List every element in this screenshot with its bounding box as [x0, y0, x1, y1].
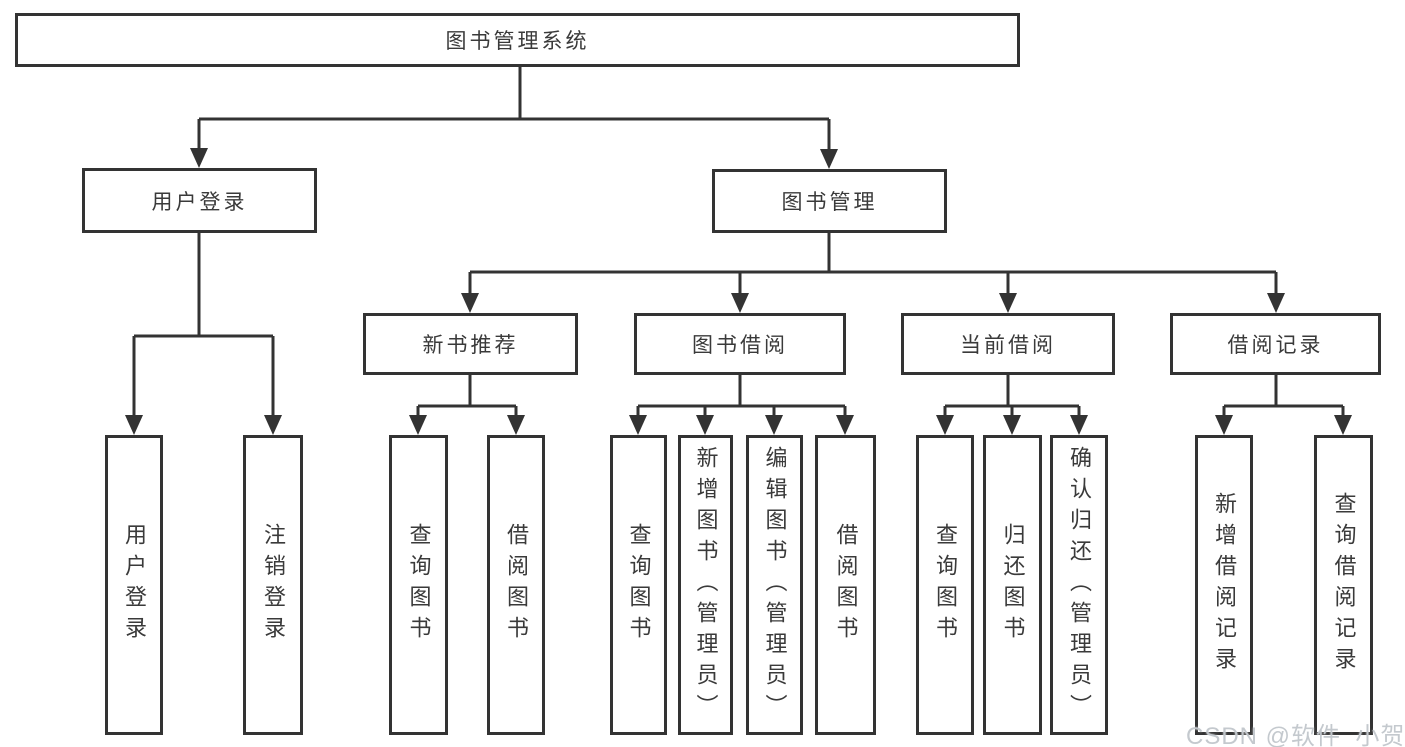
node-label: 确认归还（管理员）	[1067, 445, 1092, 725]
leaf-logout: 注销登录	[243, 435, 303, 735]
node-user-login: 用户登录	[82, 168, 317, 233]
node-label: 新增图书（管理员）	[693, 445, 719, 725]
node-label: 当前借阅	[960, 334, 1056, 357]
leaf-add-book-admin: 新增图书（管理员）	[678, 435, 733, 735]
node-borrowing-records: 借阅记录	[1170, 313, 1381, 375]
node-label: 用户登录	[122, 523, 147, 647]
node-label: 借阅图书	[504, 523, 529, 647]
node-label: 用户登录	[151, 190, 248, 214]
node-label: 查询图书	[933, 523, 958, 647]
leaf-edit-book-admin: 编辑图书（管理员）	[746, 435, 803, 735]
leaf-add-borrow-record: 新增借阅记录	[1195, 435, 1253, 735]
leaf-borrow-books-borrow: 借阅图书	[815, 435, 876, 735]
node-label: 归还图书	[1000, 523, 1026, 647]
leaf-borrow-books-recommend: 借阅图书	[487, 435, 545, 735]
node-label: 注销登录	[261, 523, 286, 647]
node-label: 图书管理	[781, 191, 878, 214]
node-label: 借阅图书	[833, 523, 859, 647]
node-book-borrowing: 图书借阅	[634, 313, 846, 375]
leaf-query-borrow-record: 查询借阅记录	[1314, 435, 1373, 735]
leaf-user-login: 用户登录	[105, 435, 163, 735]
csdn-watermark: CSDN @软件_小贺同学	[1186, 723, 1405, 747]
node-label: 图书借阅	[692, 334, 788, 357]
node-library-management-system: 图书管理系统	[15, 13, 1020, 67]
leaf-query-books-recommend: 查询图书	[389, 435, 448, 735]
node-current-borrowing: 当前借阅	[901, 313, 1115, 375]
node-label: 编辑图书（管理员）	[762, 445, 788, 725]
leaf-return-books: 归还图书	[983, 435, 1042, 735]
node-label: 查询图书	[406, 523, 432, 647]
node-label: 新增借阅记录	[1212, 492, 1237, 678]
node-book-management: 图书管理	[712, 169, 947, 233]
node-label: 新书推荐	[422, 334, 519, 357]
node-label: 图书管理系统	[445, 30, 590, 53]
leaf-confirm-return-admin: 确认归还（管理员）	[1050, 435, 1108, 735]
leaf-query-books-current: 查询图书	[916, 435, 974, 735]
node-label: 查询借阅记录	[1331, 492, 1357, 678]
leaf-query-books-borrow: 查询图书	[610, 435, 667, 735]
node-label: 查询图书	[626, 523, 652, 647]
node-label: 借阅记录	[1227, 334, 1324, 357]
node-new-book-recommendation: 新书推荐	[363, 313, 578, 375]
